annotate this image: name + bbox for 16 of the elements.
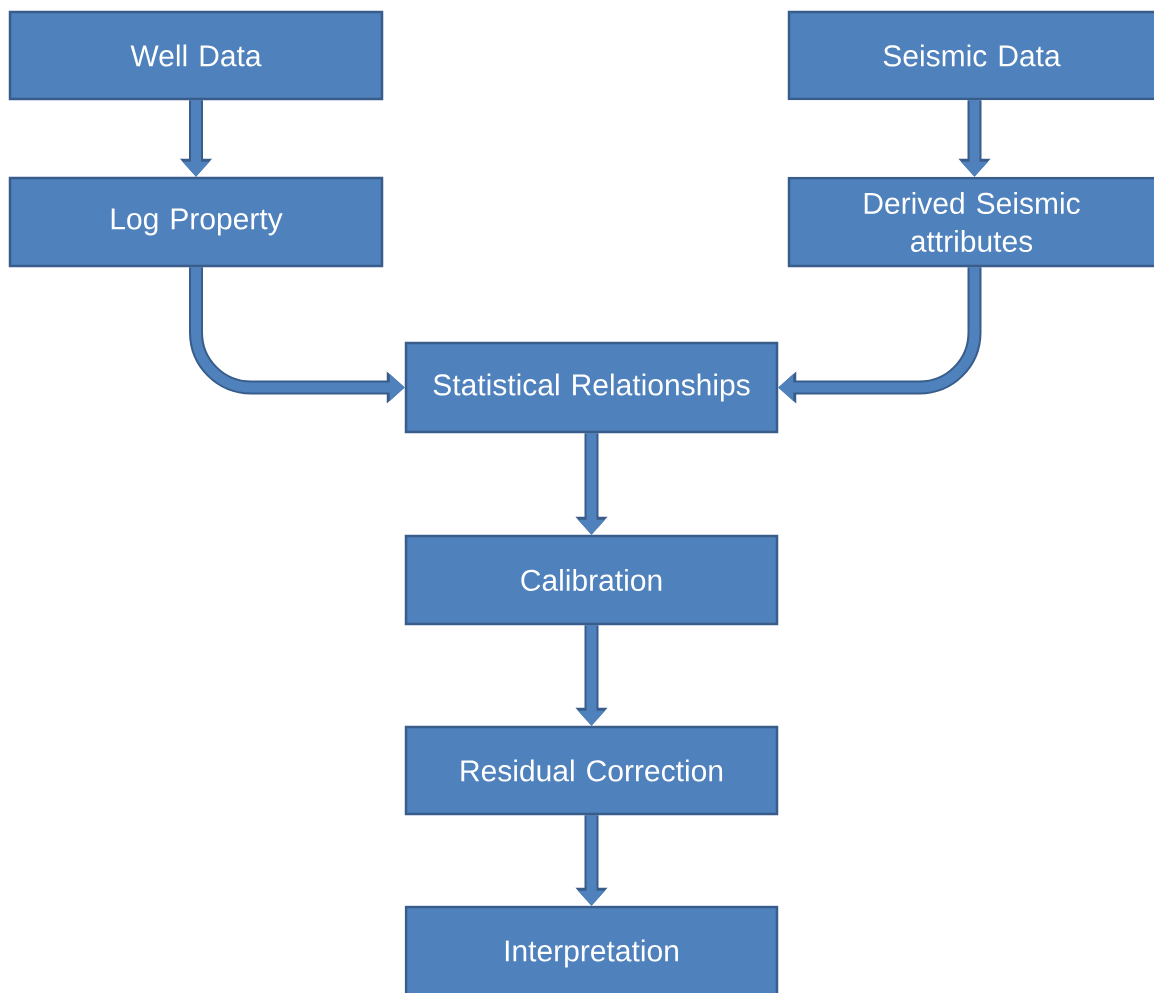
process-box [404,725,779,816]
process-box [787,10,1154,101]
process-box [404,905,779,993]
node-label: Seismic Data [883,44,1061,67]
process-box [787,176,1154,268]
node-label: Statistical Relationships [433,373,750,402]
process-box [8,10,384,101]
process-box [404,341,779,434]
node-label: Calibration [521,568,662,592]
node-label: Log Property [111,208,283,236]
node-label: Residual Correction [461,759,723,782]
node-label: Interpretation [505,939,678,968]
node-label: Derived Seismic attributes [864,191,1080,253]
node-label: Well Data [130,44,262,67]
process-box [404,534,779,626]
process-box [8,176,384,268]
